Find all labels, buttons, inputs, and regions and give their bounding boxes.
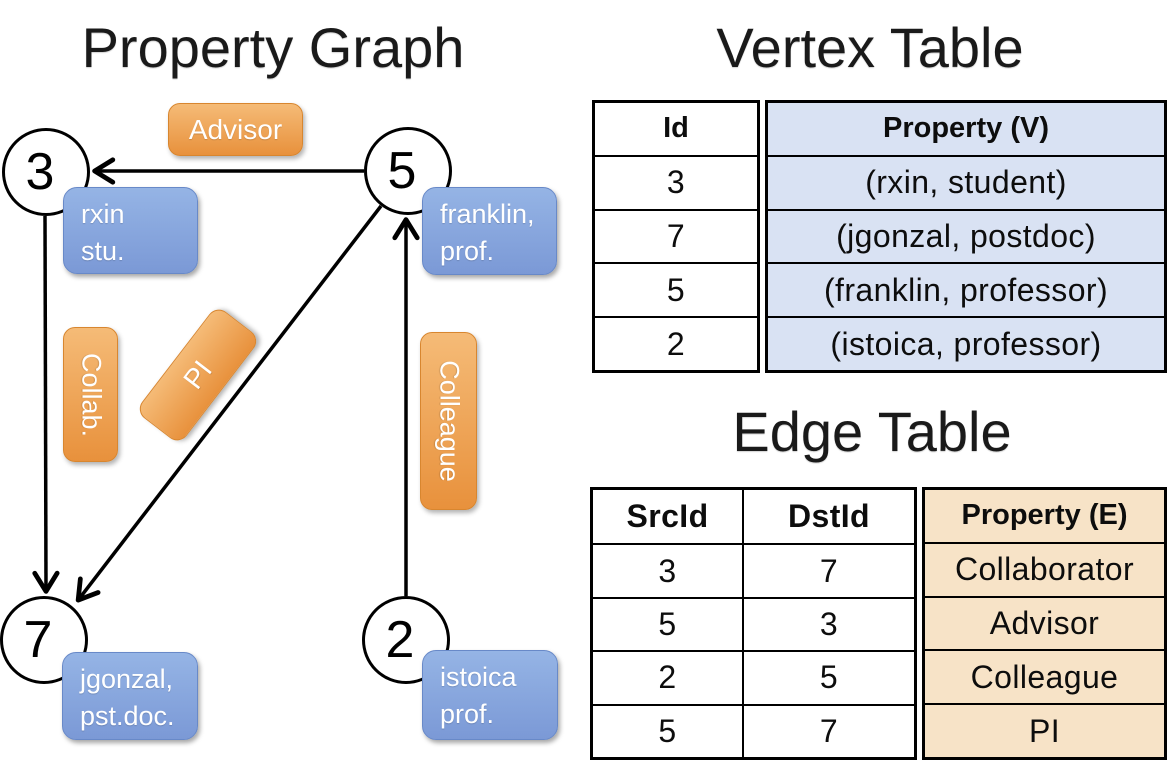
- edge-table-header-property: Property (E): [961, 499, 1128, 532]
- edge-table-cell: 5: [593, 703, 742, 757]
- edge-arrow-3-to-7: [32, 215, 60, 594]
- vertex-id-label: 3: [25, 143, 55, 201]
- edge-table-header-dstid: DstId: [742, 490, 914, 544]
- vertex-table-cell: 5: [595, 262, 757, 316]
- vertex-property-line: franklin,: [440, 199, 535, 229]
- vertex-property-box-5: franklin, prof.: [422, 187, 557, 275]
- edge-label-text: Colleague: [434, 360, 464, 482]
- edge-label-text: Collab.: [76, 352, 106, 437]
- vertex-property-line: pst.doc.: [80, 701, 175, 731]
- property-graph-title: Property Graph: [81, 16, 465, 79]
- edge-table-property-column: Property (E) Collaborator Advisor Collea…: [922, 487, 1167, 760]
- edge-table-cell: 5: [593, 596, 742, 650]
- vertex-table-cell: 2: [595, 316, 757, 370]
- edge-table-cell: Collaborator: [925, 541, 1164, 596]
- vertex-property-box-3: rxin stu.: [63, 187, 198, 274]
- vertex-id-label: 5: [387, 142, 417, 200]
- edge-table-cell: PI: [925, 703, 1164, 757]
- graph-edges: [32, 157, 420, 603]
- vertex-circle-2: 2: [362, 596, 450, 684]
- edge-table-cell: 7: [742, 703, 914, 757]
- vertex-property-line: prof.: [440, 699, 495, 729]
- edge-table-cell: 5: [742, 650, 914, 704]
- vertex-table-id-column: Id 3 7 5 2: [592, 100, 760, 373]
- edge-label-colleague: Colleague: [420, 332, 477, 510]
- vertex-property-box-2: istoica prof.: [422, 650, 558, 740]
- edge-label-collab: Collab.: [63, 327, 118, 462]
- vertex-property-box-7: jgonzal, pst.doc.: [62, 652, 198, 740]
- vertex-table-title: Vertex Table: [716, 16, 1024, 79]
- vertex-table-property-column: Property (V) (rxin, student) (jgonzal, p…: [765, 100, 1167, 373]
- vertex-table-cell: (rxin, student): [768, 154, 1164, 209]
- vertex-property-line: rxin: [81, 199, 125, 229]
- vertex-property-line: stu.: [81, 236, 125, 266]
- vertex-circle-5: 5: [364, 127, 452, 215]
- vertex-property-line: prof.: [440, 236, 495, 266]
- vertex-table-cell: (istoica, professor): [768, 316, 1164, 370]
- edge-table-cell: 3: [593, 543, 742, 596]
- edge-table-cell: 2: [593, 650, 742, 703]
- vertex-table-cell: (franklin, professor): [768, 262, 1164, 316]
- edge-table-cell: 3: [742, 596, 914, 651]
- vertex-property-line: istoica: [440, 662, 517, 692]
- edge-table-header-srcid: SrcId: [626, 498, 709, 535]
- vertex-table-cell: 7: [595, 208, 757, 263]
- vertex-id-label: 7: [23, 611, 53, 669]
- edge-table-cell: Advisor: [925, 595, 1164, 650]
- edge-table-title: Edge Table: [732, 400, 1012, 463]
- edge-table-cell: 7: [742, 543, 914, 597]
- vertex-table-header-property: Property (V): [883, 112, 1049, 145]
- vertex-table-header-id: Id: [663, 112, 689, 145]
- edge-arrow-5-to-7: [75, 204, 383, 603]
- vertex-id-label: 2: [385, 611, 415, 669]
- vertex-table-cell: (jgonzal, postdoc): [768, 208, 1164, 263]
- vertex-property-line: jgonzal,: [80, 664, 174, 694]
- edge-table-cell: Colleague: [925, 649, 1164, 703]
- edge-label-advisor: Advisor: [168, 103, 303, 156]
- vertex-table-cell: 3: [595, 154, 757, 209]
- edge-table-id-columns: SrcId DstId 3 7 5 3 2 5 5 7: [590, 487, 917, 760]
